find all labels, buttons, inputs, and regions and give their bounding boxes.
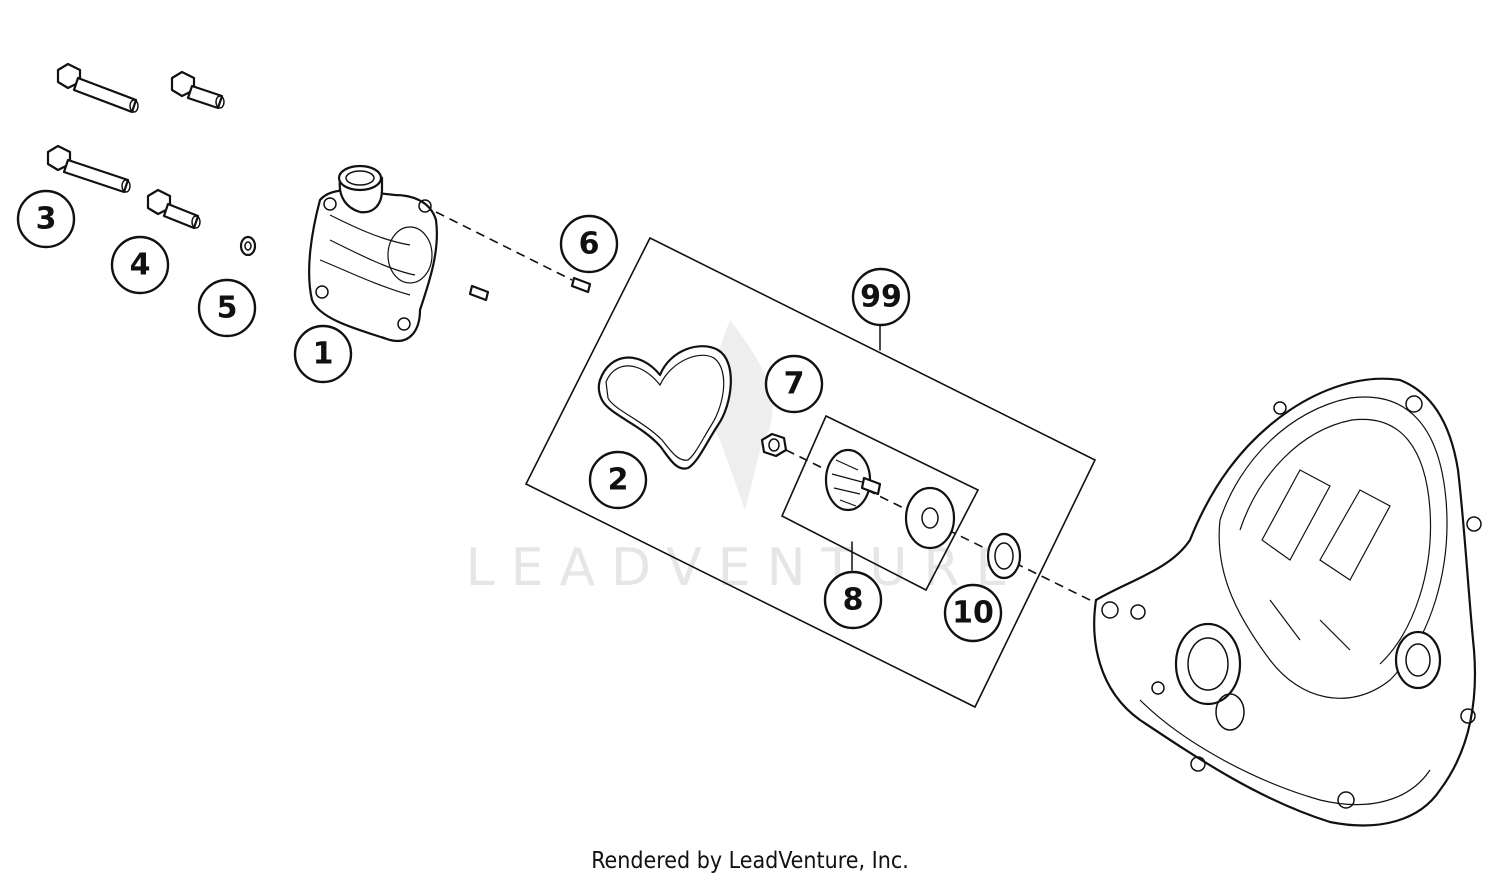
gasket-2 — [597, 345, 732, 470]
axis-line-cover — [435, 211, 573, 281]
callout-4[interactable]: 4 — [110, 235, 170, 295]
bolt-short-lower — [146, 188, 201, 230]
callout-6[interactable]: 6 — [559, 214, 619, 274]
pin-6 — [570, 276, 592, 294]
callout-3[interactable]: 3 — [16, 189, 76, 249]
callout-1-label: 1 — [313, 337, 334, 372]
bolt-long-lower — [46, 144, 131, 194]
axis-line-pump — [785, 449, 1101, 606]
bolt-long-upper — [56, 62, 139, 114]
engine-cover — [1093, 377, 1482, 827]
bolt-short-upper — [170, 70, 225, 110]
rendered-by-credit: Rendered by LeadVenture, Inc. — [591, 848, 909, 874]
callout-8[interactable]: 8 — [823, 570, 883, 630]
callout-5[interactable]: 5 — [197, 278, 257, 338]
callout-10[interactable]: 10 — [943, 583, 1003, 643]
dowel-pin — [468, 284, 490, 302]
nut-7 — [760, 432, 788, 458]
seal-ring-10 — [986, 532, 1022, 580]
callout-3-label: 3 — [36, 202, 57, 237]
watermark-text: LEADVENTURE — [466, 538, 1025, 598]
callout-99[interactable]: 99 — [851, 267, 911, 327]
callout-5-label: 5 — [217, 291, 238, 326]
watermark: LEADVENTURE — [466, 320, 1025, 598]
impeller — [824, 448, 882, 512]
callout-8-label: 8 — [843, 583, 864, 618]
callout-2-label: 2 — [608, 463, 629, 498]
impeller-box-8 — [780, 414, 980, 592]
callout-6-label: 6 — [579, 227, 600, 262]
washer-5 — [239, 235, 257, 257]
callout-4-label: 4 — [130, 248, 151, 283]
callout-7[interactable]: 7 — [764, 354, 824, 414]
kit-box-99 — [524, 236, 1097, 709]
callout-2[interactable]: 2 — [588, 450, 648, 510]
callout-99-label: 99 — [860, 280, 902, 315]
callout-10-label: 10 — [952, 596, 994, 631]
callout-1[interactable]: 1 — [293, 324, 353, 384]
callout-7-label: 7 — [784, 367, 805, 402]
shaft-disc — [904, 486, 956, 550]
pump-cover — [308, 164, 438, 343]
